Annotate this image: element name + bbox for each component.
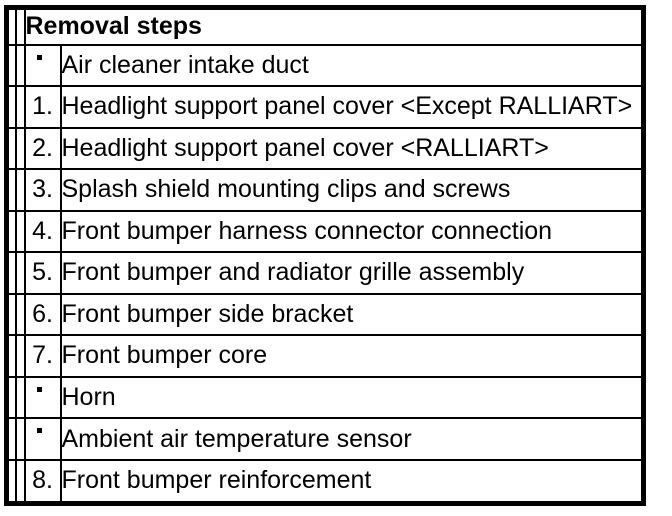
table-body: · Air cleaner intake duct 1. Headlight s… xyxy=(5,43,645,505)
step-marker-cell: 6. xyxy=(23,292,62,337)
step-description-cell: Front bumper side bracket xyxy=(59,292,645,337)
gutter-cell-inner xyxy=(14,417,26,461)
step-marker-cell: 8. xyxy=(23,458,62,505)
gutter-cell-inner xyxy=(14,126,26,171)
step-description: Front bumper reinforcement xyxy=(61,466,372,495)
step-description-cell: Headlight support panel cover <Except RA… xyxy=(59,85,645,129)
removal-steps-table: Removal steps · Air cleaner intake duct … xyxy=(4,5,646,506)
step-marker-cell: 7. xyxy=(23,334,62,378)
gutter-cell-outer xyxy=(5,126,17,171)
step-marker: 3. xyxy=(32,175,53,204)
step-description: Horn xyxy=(61,383,116,412)
step-description-cell: Ambient air temperature sensor xyxy=(59,417,645,461)
step-marker-cell: · xyxy=(23,375,62,420)
table-row: 2. Headlight support panel cover <RALLIA… xyxy=(5,126,645,171)
step-description-cell: Splash shield mounting clips and screws xyxy=(59,168,645,212)
gutter-cell-outer xyxy=(5,334,17,378)
gutter-cell-inner xyxy=(14,6,26,46)
step-marker: · xyxy=(36,54,42,60)
step-description: Headlight support panel cover <RALLIART> xyxy=(61,133,549,162)
step-marker-cell: 3. xyxy=(23,168,62,212)
gutter-cell-outer xyxy=(5,209,17,254)
table-row: 3. Splash shield mounting clips and scre… xyxy=(5,168,645,212)
gutter-cell-inner xyxy=(14,168,26,212)
step-marker-cell: 1. xyxy=(23,85,62,129)
table-row: 6. Front bumper side bracket xyxy=(5,292,645,337)
gutter-cell-outer xyxy=(5,458,17,505)
step-marker: 8. xyxy=(32,466,53,495)
gutter-cell-inner xyxy=(14,458,26,505)
step-marker-cell: 5. xyxy=(23,251,62,295)
step-description-cell: Horn xyxy=(59,375,645,420)
table-row: 5. Front bumper and radiator grille asse… xyxy=(5,251,645,295)
gutter-cell-outer xyxy=(5,85,17,129)
gutter-cell-inner xyxy=(14,209,26,254)
step-description: Splash shield mounting clips and screws xyxy=(61,175,511,204)
gutter-cell-outer xyxy=(5,6,17,46)
step-description: Ambient air temperature sensor xyxy=(61,424,412,453)
step-marker: 2. xyxy=(32,133,53,162)
gutter-cell-outer xyxy=(5,375,17,420)
step-marker-cell: · xyxy=(23,417,62,461)
gutter-cell-outer xyxy=(5,43,17,88)
step-description-cell: Front bumper harness connector connectio… xyxy=(59,209,645,254)
table-title: Removal steps xyxy=(23,6,645,46)
step-description: Front bumper harness connector connectio… xyxy=(61,216,553,245)
step-description-cell: Headlight support panel cover <RALLIART> xyxy=(59,126,645,171)
gutter-cell-inner xyxy=(14,251,26,295)
gutter-cell-inner xyxy=(14,85,26,129)
gutter-cell-outer xyxy=(5,251,17,295)
header-row: Removal steps xyxy=(5,6,645,46)
gutter-cell-outer xyxy=(5,168,17,212)
step-description-cell: Front bumper and radiator grille assembl… xyxy=(59,251,645,295)
table-row: · Ambient air temperature sensor xyxy=(5,417,645,461)
gutter-cell-outer xyxy=(5,292,17,337)
step-description-cell: Front bumper reinforcement xyxy=(59,458,645,505)
table-row: · Horn xyxy=(5,375,645,420)
step-description: Front bumper side bracket xyxy=(61,299,354,328)
step-description: Headlight support panel cover <Except RA… xyxy=(61,92,633,121)
step-description: Front bumper and radiator grille assembl… xyxy=(61,258,525,287)
step-marker: 1. xyxy=(32,92,53,121)
gutter-cell-inner xyxy=(14,375,26,420)
step-marker-cell: · xyxy=(23,43,62,88)
table-row: 4. Front bumper harness connector connec… xyxy=(5,209,645,254)
table-row: 1. Headlight support panel cover <Except… xyxy=(5,85,645,129)
step-marker: 4. xyxy=(32,216,53,245)
step-marker: 7. xyxy=(32,341,53,370)
step-marker: · xyxy=(36,428,42,434)
step-description: Air cleaner intake duct xyxy=(61,50,309,79)
gutter-cell-inner xyxy=(14,43,26,88)
gutter-cell-inner xyxy=(14,292,26,337)
step-marker: 5. xyxy=(32,258,53,287)
table-row: 8. Front bumper reinforcement xyxy=(5,458,645,505)
step-marker: · xyxy=(36,386,42,392)
gutter-cell-inner xyxy=(14,334,26,378)
step-marker: 6. xyxy=(32,299,53,328)
gutter-cell-outer xyxy=(5,417,17,461)
step-description: Front bumper core xyxy=(61,341,268,370)
table-row: 7. Front bumper core xyxy=(5,334,645,378)
step-description-cell: Front bumper core xyxy=(59,334,645,378)
table-row: · Air cleaner intake duct xyxy=(5,43,645,88)
step-marker-cell: 4. xyxy=(23,209,62,254)
step-description-cell: Air cleaner intake duct xyxy=(59,43,645,88)
step-marker-cell: 2. xyxy=(23,126,62,171)
